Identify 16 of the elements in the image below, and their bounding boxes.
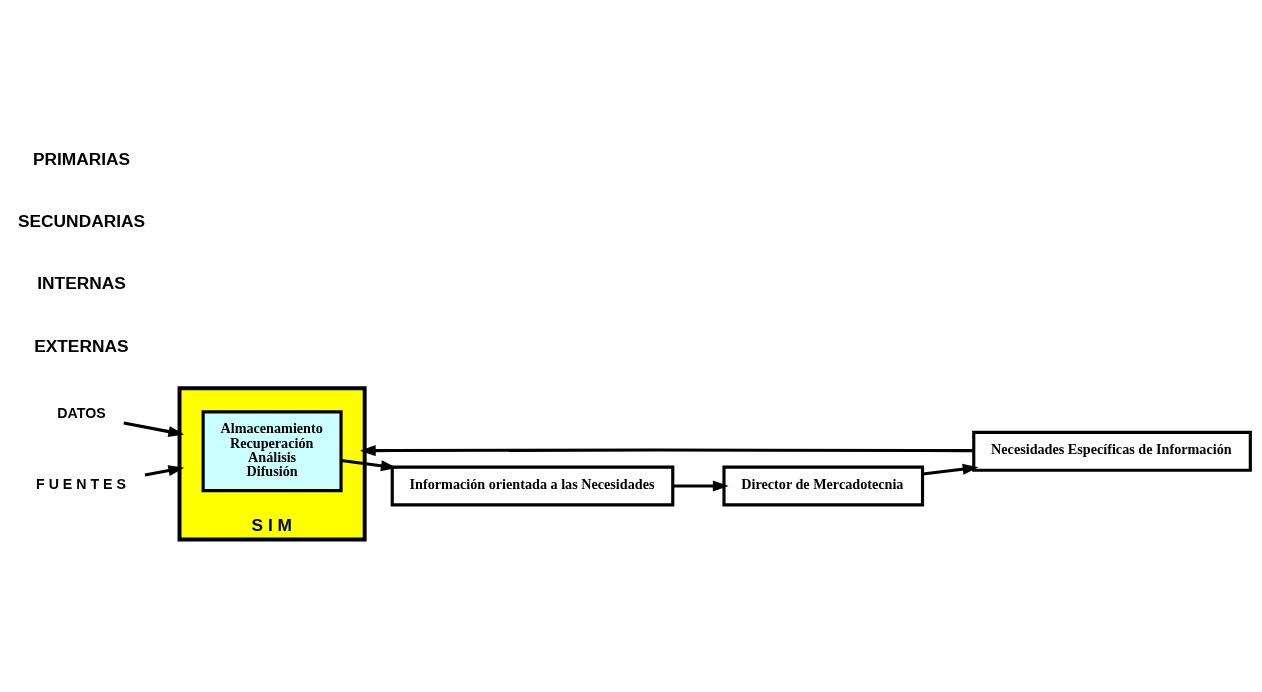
node-box: Director de Mercadotecnia (722, 464, 925, 506)
arrow (672, 479, 729, 491)
node-text: F U E N T E S (36, 475, 126, 492)
label: INTERNAS (37, 272, 126, 293)
arrow (922, 463, 979, 476)
label: EXTERNAS (34, 335, 129, 356)
label: SECUNDARIAS (17, 210, 146, 231)
arrow (359, 444, 974, 456)
arrow (341, 458, 397, 471)
arrow (123, 420, 185, 437)
label: PRIMARIAS (32, 148, 131, 169)
node-box: Necesidades Específicas de Información (972, 430, 1252, 472)
node-box: Información orientada a las Necesidades (390, 464, 675, 506)
node-text: DATOS (57, 404, 106, 421)
arrow (144, 464, 185, 477)
node-box: Almacenamiento Recuperación Análisis Difusión (201, 409, 343, 492)
